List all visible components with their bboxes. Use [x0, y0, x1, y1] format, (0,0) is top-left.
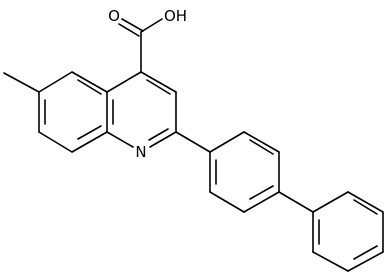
bond-group	[3, 18, 384, 272]
ring-bond	[209, 131, 245, 153]
ring-bond	[38, 131, 73, 153]
ring-bond	[312, 251, 349, 272]
double-bond-inner	[77, 79, 102, 95]
nitrogen-label: N	[135, 143, 146, 161]
hydroxyl-bond	[140, 18, 163, 33]
carbonyl-double-bond	[118, 23, 140, 37]
ring-bond	[106, 71, 142, 93]
double-bond-inner	[353, 199, 378, 215]
ring-bond	[71, 131, 108, 153]
ring-bond	[106, 131, 134, 148]
double-bond-inner	[353, 245, 378, 260]
ring-bond	[140, 71, 177, 93]
double-bond-inner	[148, 128, 169, 141]
ring-bond	[38, 71, 73, 93]
atom-labels: N O OH	[108, 7, 187, 161]
aryl-link-bond	[175, 131, 211, 153]
ring-bond	[347, 191, 384, 213]
ring-bond	[71, 71, 108, 93]
ring-bond	[149, 131, 177, 148]
ring-bond	[243, 191, 280, 213]
ring-bond	[243, 131, 280, 153]
double-bond-inner	[77, 125, 102, 140]
double-bond-inner	[249, 185, 274, 200]
carbonyl-oxygen-label: O	[108, 7, 120, 25]
ring-bond	[209, 191, 245, 213]
carbonyl-double-bond	[121, 18, 144, 32]
double-bond-inner	[146, 79, 171, 95]
ring-bond	[312, 191, 349, 213]
double-bond-inner	[249, 139, 274, 155]
biphenyl-link-bond	[278, 191, 314, 213]
ring-bond	[347, 251, 384, 272]
hydroxyl-label: OH	[164, 7, 187, 25]
methyl-bond	[3, 72, 40, 93]
